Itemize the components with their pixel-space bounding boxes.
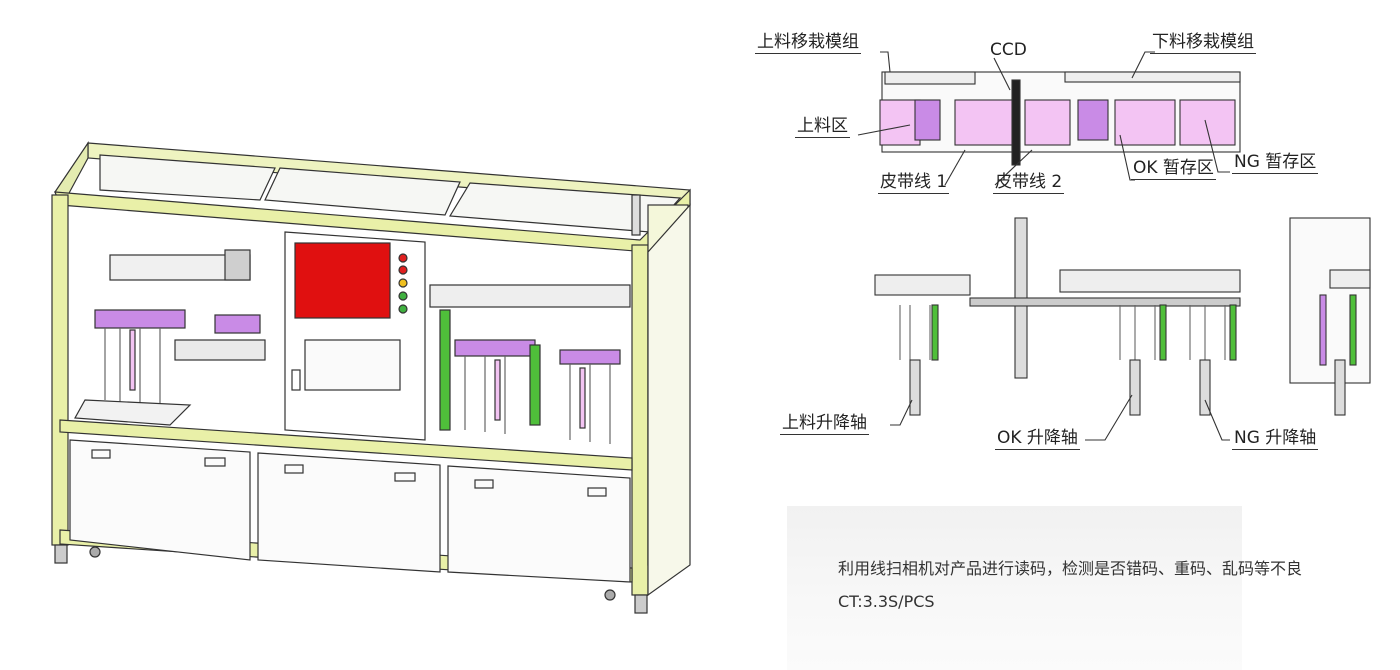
label-ok-lift-axis: OK 升降轴	[995, 428, 1080, 450]
side-view-frame	[1289, 217, 1371, 384]
top-view-belt-2	[1024, 99, 1071, 146]
label-unloading-transfer-module: 下料移栽模组	[1150, 32, 1256, 54]
machine-isometric-view	[51, 141, 691, 614]
label-ng-buffer-zone: NG 暂存区	[1232, 152, 1319, 174]
mid-rail	[59, 419, 633, 471]
touch-screen	[294, 242, 391, 319]
label-belt-line-2: 皮带线 2	[993, 172, 1065, 194]
label-loading-lift-axis: 上料升降轴	[780, 413, 869, 435]
indicator-red	[398, 253, 408, 263]
cabinet-door-mid	[257, 452, 441, 573]
layout-drawings	[857, 51, 1371, 441]
stack-light	[631, 194, 641, 236]
info-description: 利用线扫相机对产品进行读码，检测是否错码、重码、乱码等不良	[838, 559, 1303, 578]
top-view-ccd	[1011, 79, 1021, 166]
top-view-ok-zone	[1114, 99, 1176, 146]
loading-module	[94, 309, 186, 329]
ng-module	[559, 349, 621, 365]
top-view-belt-1	[954, 99, 1016, 146]
cabinet-door-left	[69, 439, 251, 561]
cabinet-door-right	[447, 465, 631, 583]
front-left-post	[51, 194, 69, 546]
front-right-post	[631, 244, 649, 596]
top-view-ng-zone	[1179, 99, 1236, 146]
info-cycle-time: CT:3.3S/PCS	[838, 592, 935, 611]
ok-module	[454, 339, 536, 357]
label-ok-buffer-zone: OK 暂存区	[1131, 158, 1216, 180]
label-ccd: CCD	[990, 40, 1027, 60]
label-loading-transfer-module: 上料移栽模组	[755, 32, 861, 54]
label-belt-line-1: 皮带线 1	[878, 172, 950, 194]
top-view-loading-zone	[879, 99, 921, 146]
label-loading-zone: 上料区	[795, 116, 850, 138]
info-panel	[787, 506, 1242, 670]
label-ng-lift-axis: NG 升降轴	[1232, 428, 1319, 450]
